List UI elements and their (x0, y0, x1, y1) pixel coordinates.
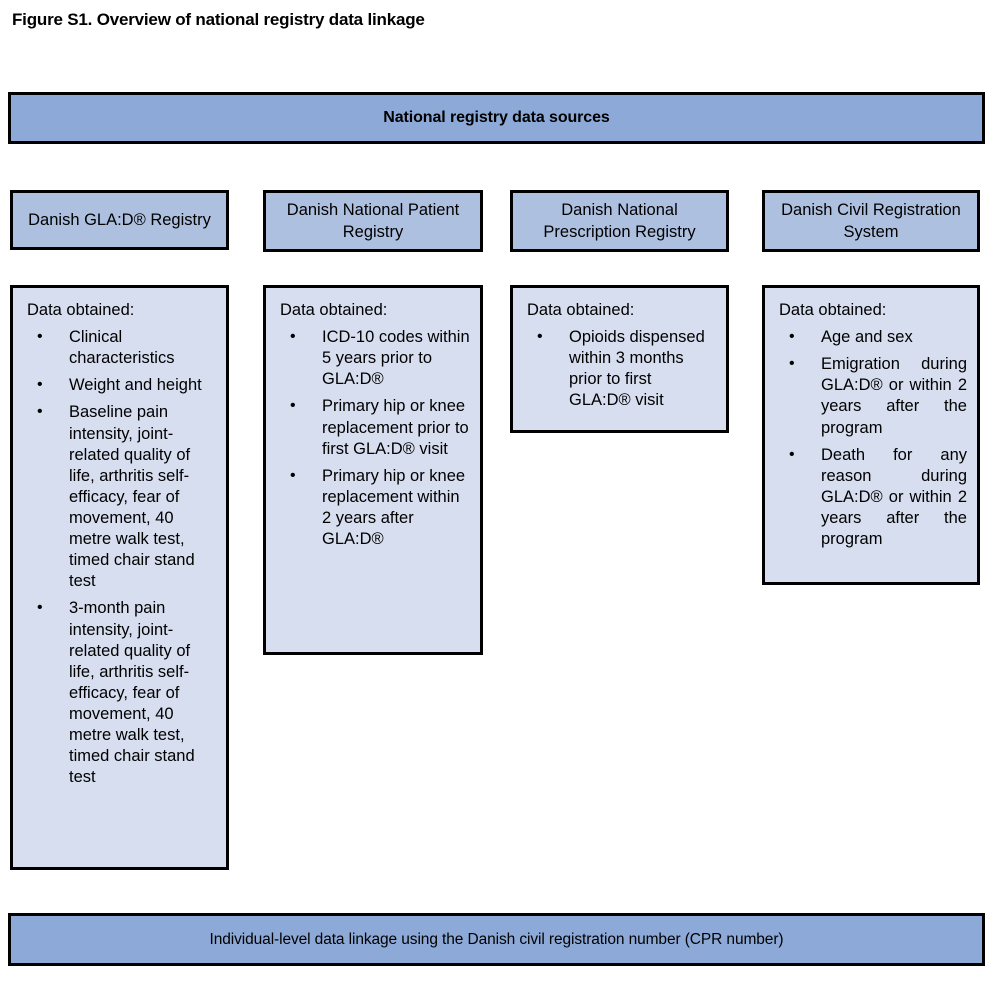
list-item: • Primary hip or knee replacement within … (280, 466, 470, 550)
list-item-text: Age and sex (821, 328, 913, 347)
detail-list: • Clinical characteristics • Weight and he… (27, 327, 216, 788)
source-header-label: Danish Civil Registration System (781, 200, 961, 241)
detail-list: • ICD-10 codes within 5 years prior to GL… (280, 327, 470, 550)
source-header-label: Danish National Patient Registry (286, 200, 460, 241)
list-item: • Opioids dispensed within 3 months prior… (527, 327, 716, 411)
bullet-icon: • (537, 328, 543, 346)
list-item-text: ICD-10 codes within 5 years prior to GLA… (322, 328, 470, 389)
page-title: Figure S1. Overview of national registry… (12, 10, 425, 29)
detail-box-danish-glad-registry: Data obtained: • Clinical characteristics… (10, 285, 229, 870)
bullet-icon: • (290, 466, 296, 484)
banner-national-registry-data-sources: National registry data sources (8, 92, 985, 144)
data-obtained-label: Data obtained: (27, 301, 135, 319)
bullet-icon: • (290, 397, 296, 415)
list-item-text: Primary hip or knee replacement prior to… (322, 397, 469, 458)
list-item: • ICD-10 codes within 5 years prior to GL… (280, 327, 470, 390)
bullet-icon: • (789, 445, 795, 463)
list-item: • 3-month pain intensity, joint-related q… (27, 598, 216, 788)
bullet-icon: • (37, 328, 43, 346)
detail-list: • Age and sex • Emigration during GLA:D® o… (779, 327, 967, 550)
banner-top-label: National registry data sources (383, 109, 610, 126)
list-item-text: 3-month pain intensity, joint-related qu… (69, 599, 195, 787)
bullet-icon: • (37, 403, 43, 421)
list-item: • Emigration during GLA:D® or within 2 ye… (779, 354, 967, 438)
data-obtained-label: Data obtained: (527, 301, 635, 319)
detail-list: • Opioids dispensed within 3 months prior… (527, 327, 716, 411)
list-item-text: Primary hip or knee replacement within 2… (322, 466, 466, 549)
list-item-text: Clinical characteristics (69, 328, 175, 368)
list-item: • Age and sex (779, 327, 967, 348)
detail-box-danish-civil-registration-system: Data obtained: • Age and sex • Emigration … (762, 285, 980, 585)
list-item: • Primary hip or knee replacement prior t… (280, 396, 470, 459)
list-item-text: Emigration during GLA:D® or within 2 yea… (821, 355, 967, 437)
list-item: • Weight and height (27, 375, 216, 396)
detail-box-danish-national-patient-registry: Data obtained: • ICD-10 codes within 5 ye… (263, 285, 483, 655)
data-obtained-label: Data obtained: (779, 301, 887, 319)
source-header-danish-national-prescription-registry: Danish National Prescription Registry (510, 190, 729, 252)
data-obtained-label: Data obtained: (280, 301, 388, 319)
list-item-text: Baseline pain intensity, joint-related q… (69, 403, 195, 591)
list-item-text: Opioids dispensed within 3 months prior … (569, 328, 705, 410)
banner-bottom-label: Individual-level data linkage using the … (209, 930, 784, 948)
source-header-label: Danish GLA:D® Registry (28, 210, 211, 229)
list-item: • Death for any reason during GLA:D® or w… (779, 445, 967, 551)
list-item-text: Weight and height (69, 376, 202, 395)
source-header-danish-national-patient-registry: Danish National Patient Registry (263, 190, 483, 252)
bullet-icon: • (37, 376, 43, 394)
source-header-danish-glad-registry: Danish GLA:D® Registry (10, 190, 229, 250)
detail-box-danish-national-prescription-registry: Data obtained: • Opioids dispensed within… (510, 285, 729, 433)
banner-individual-level-data-linkage: Individual-level data linkage using the … (8, 913, 985, 966)
list-item: • Clinical characteristics (27, 327, 216, 369)
list-item: • Baseline pain intensity, joint-related … (27, 402, 216, 592)
bullet-icon: • (789, 355, 795, 373)
source-header-danish-civil-registration-system: Danish Civil Registration System (762, 190, 980, 252)
bullet-icon: • (290, 328, 296, 346)
source-header-label: Danish National Prescription Registry (543, 200, 696, 241)
bullet-icon: • (37, 599, 43, 617)
bullet-icon: • (789, 328, 795, 346)
list-item-text: Death for any reason during GLA:D® or wi… (821, 445, 967, 549)
